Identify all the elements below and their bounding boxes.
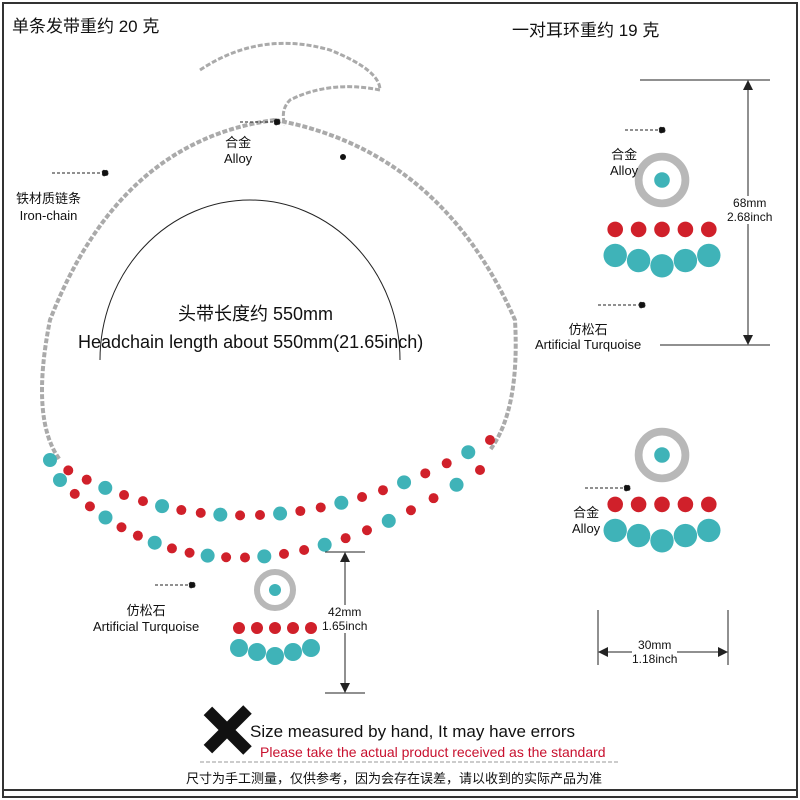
disclaimer-line1: Size measured by hand, It may have error… xyxy=(250,722,576,741)
bead xyxy=(381,513,396,528)
bead xyxy=(176,505,187,516)
bead xyxy=(630,221,647,238)
bead xyxy=(650,529,674,553)
bead xyxy=(377,485,388,496)
bead xyxy=(654,447,670,463)
bead xyxy=(441,458,452,469)
bead xyxy=(305,622,317,634)
bead xyxy=(340,533,351,544)
bead xyxy=(287,622,299,634)
bead xyxy=(626,248,651,273)
bead xyxy=(98,480,113,495)
bead xyxy=(299,545,310,555)
bead xyxy=(461,445,476,460)
disclaimer-line3: 尺寸为手工测量，仅供参考，因为会存在误差，请以收到的实际产品为准 xyxy=(186,771,603,786)
bead xyxy=(650,254,674,278)
bead xyxy=(405,505,416,516)
bead xyxy=(266,647,284,665)
bead xyxy=(697,243,721,268)
bead xyxy=(449,477,464,492)
bead xyxy=(701,221,717,238)
length-arc xyxy=(99,199,401,361)
bead xyxy=(361,525,372,536)
bead xyxy=(315,502,326,513)
bead xyxy=(673,523,698,548)
bead xyxy=(279,548,290,559)
bead xyxy=(255,510,265,520)
bead xyxy=(654,221,670,238)
bead xyxy=(116,522,127,533)
headchain-length-en: Headchain length about 550mm(21.65inch) xyxy=(78,332,424,352)
bead xyxy=(677,496,694,513)
bead xyxy=(251,622,263,634)
bead xyxy=(317,537,332,552)
bead xyxy=(295,506,306,517)
bead xyxy=(230,639,248,657)
bead xyxy=(84,501,95,512)
bead xyxy=(630,496,647,513)
disclaimer-line2: Please take the actual product received … xyxy=(260,744,606,760)
headchain-length-cn: 头带长度约 550mm xyxy=(178,304,334,324)
bead xyxy=(98,510,113,525)
bead xyxy=(184,547,195,558)
bead xyxy=(132,530,143,541)
bead xyxy=(697,518,721,543)
bead xyxy=(607,496,623,513)
bead xyxy=(673,248,698,273)
bead xyxy=(63,465,74,476)
bead xyxy=(397,475,412,490)
bead xyxy=(69,488,80,499)
bead xyxy=(137,496,148,507)
bead xyxy=(626,523,651,548)
bead xyxy=(269,622,281,634)
bead xyxy=(269,584,281,596)
bead xyxy=(302,639,320,657)
bead xyxy=(166,543,177,554)
bead xyxy=(603,243,627,268)
bead xyxy=(235,510,246,521)
bead xyxy=(701,496,717,513)
bead xyxy=(428,493,439,504)
bead xyxy=(248,643,266,661)
bead xyxy=(654,172,670,188)
bead xyxy=(81,474,92,485)
bead xyxy=(240,552,250,563)
bead xyxy=(233,622,245,634)
earring-weight: 一对耳环重约 19 克 xyxy=(512,21,660,40)
bead xyxy=(195,507,206,518)
bead xyxy=(221,552,232,563)
ruler-icon xyxy=(203,705,252,755)
bead xyxy=(53,473,67,487)
bead xyxy=(420,468,431,479)
bead xyxy=(654,496,670,513)
bead xyxy=(607,221,623,238)
bead xyxy=(334,495,349,510)
bead xyxy=(119,490,130,501)
bead xyxy=(213,507,228,522)
bead xyxy=(155,499,170,514)
bead xyxy=(603,518,627,543)
bead xyxy=(284,643,302,661)
headchain-weight: 单条发带重约 20 克 xyxy=(12,17,160,36)
bead xyxy=(677,221,694,238)
bead xyxy=(200,548,215,563)
bead xyxy=(475,465,485,475)
bead xyxy=(147,535,162,550)
bead xyxy=(273,506,288,521)
bead xyxy=(357,492,368,503)
bead xyxy=(43,453,57,467)
bead xyxy=(257,549,272,564)
bead xyxy=(485,435,495,445)
